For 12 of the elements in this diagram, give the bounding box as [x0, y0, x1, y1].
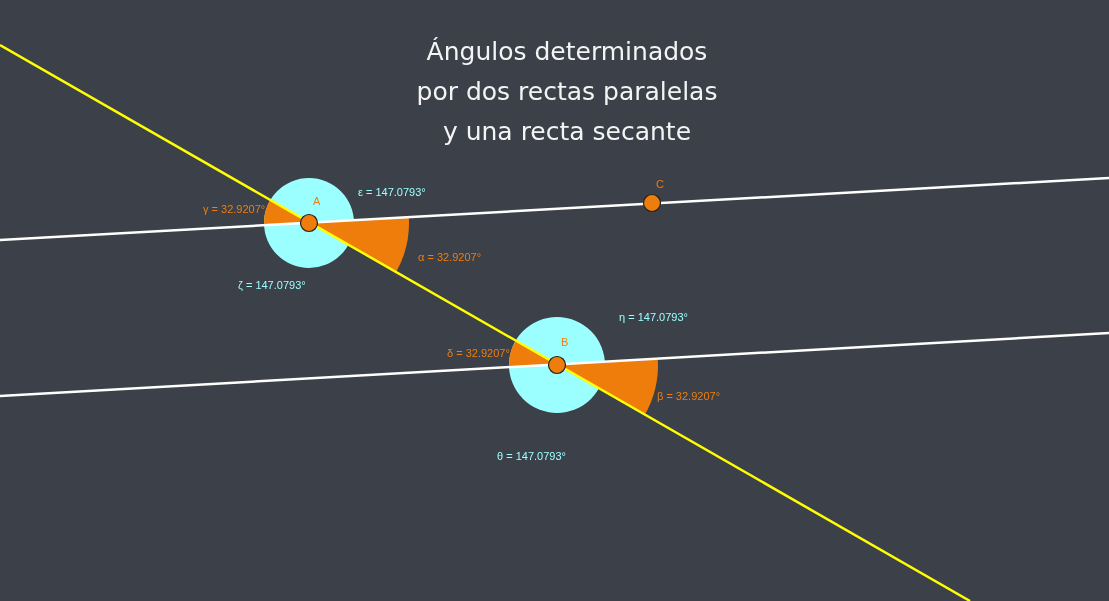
point-label: C [656, 178, 664, 191]
angle-label: θ = 147.0793° [497, 450, 566, 463]
angle-label: γ = 32.9207° [203, 203, 266, 216]
title: Ángulos determinados por dos rectas paralelas y una recta secante [415, 36, 719, 148]
point-label: B [561, 336, 569, 349]
angle-label: α = 32.9207° [418, 251, 482, 264]
angle-label: η = 147.0793° [619, 311, 688, 324]
angle-label: β = 32.9207° [657, 390, 721, 403]
angle-label: δ = 32.9207° [447, 347, 510, 360]
angle-label: ε = 147.0793° [358, 186, 426, 199]
angle-label: ζ = 147.0793° [238, 279, 306, 292]
point-label: A [313, 195, 321, 208]
